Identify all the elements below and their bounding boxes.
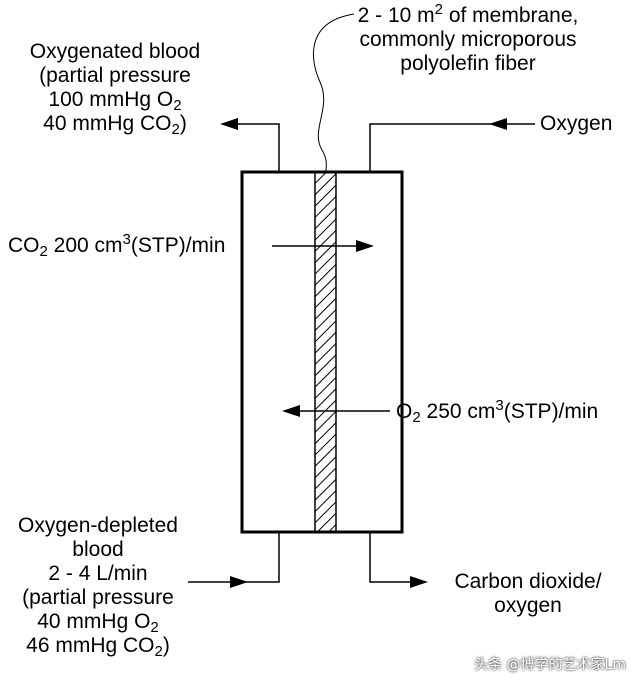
depleted-blood-o2: 40 mmHg O [37, 610, 151, 633]
blood-inlet-pipe [188, 532, 280, 583]
membrane-area-suffix: of membrane, [442, 4, 579, 27]
co2-flux-label: CO2 200 cm3(STP)/min [8, 231, 226, 260]
oxygenated-blood-pressure-heading: (partial pressure [39, 64, 191, 87]
gas-outlet-line2: oxygen [494, 594, 562, 617]
o2-flux-unit: (STP)/min [503, 400, 599, 423]
depleted-blood-o2-subscript: 2 [150, 619, 159, 636]
co2-flux-exponent: 3 [122, 231, 131, 248]
o2-flux-subscript: 2 [412, 409, 421, 426]
blood-inlet-arrowhead [230, 576, 248, 588]
oxygenated-blood-close-paren: ) [179, 112, 187, 135]
co2-flux-subscript: 2 [39, 243, 48, 260]
co2-flux-species: CO [8, 234, 40, 257]
depleted-blood-label: Oxygen-depleted blood 2 - 4 L/min (parti… [0, 514, 196, 660]
co2-flux-unit: (STP)/min [130, 234, 226, 257]
o2-flux-label: O2 250 cm3(STP)/min [396, 397, 599, 426]
membrane-area-text: 2 - 10 m [357, 4, 435, 27]
depleted-blood-pressure-heading: (partial pressure [22, 586, 174, 609]
depleted-blood-title-2: blood [72, 538, 124, 561]
depleted-blood-co2: 46 mmHg CO [26, 634, 155, 657]
oxygenated-blood-title: Oxygenated blood [29, 40, 201, 63]
oxygenated-blood-co2: 40 mmHg CO [43, 112, 172, 135]
oxygen-inlet-arrowhead [489, 118, 507, 130]
o2-flux-arrowhead [282, 405, 300, 417]
membrane-callout-line [312, 13, 355, 173]
depleted-blood-flow-rate: 2 - 4 L/min [48, 562, 148, 585]
depleted-blood-co2-subscript: 2 [154, 643, 163, 660]
oxygenated-blood-label: Oxygenated blood (partial pressure 100 m… [2, 40, 228, 138]
gas-outlet-label: Carbon dioxide/ oxygen [430, 570, 626, 618]
oxygen-inlet-text: Oxygen [540, 112, 613, 135]
membrane-area-exponent: 2 [434, 1, 443, 18]
o2-flux-rate: 250 cm [420, 400, 496, 423]
o2-flux-exponent: 3 [495, 397, 504, 414]
blood-outlet-pipe [236, 123, 280, 172]
oxygenated-blood-co2-subscript: 2 [171, 121, 180, 138]
gas-outlet-arrowhead [410, 576, 428, 588]
watermark: 头条 @博学的艺术家Lm [474, 657, 626, 673]
membrane [314, 171, 337, 533]
co2-flux-arrowhead [356, 240, 374, 252]
oxygen-inlet-label: Oxygen [540, 112, 612, 136]
oxygenated-blood-o2: 100 mmHg O [48, 88, 174, 111]
depleted-blood-close-paren: ) [162, 634, 170, 657]
membrane-note-line2: commonly microporous [359, 28, 577, 51]
membrane-note-line3: polyolefin fiber [400, 52, 536, 75]
oxygenated-blood-o2-subscript: 2 [173, 97, 182, 114]
membrane-note: 2 - 10 m2 of membrane, commonly micropor… [348, 1, 588, 76]
gas-outlet-pipe [369, 532, 412, 583]
o2-flux-species: O [396, 400, 413, 423]
depleted-blood-title: Oxygen-depleted [18, 514, 178, 537]
oxygen-inlet-pipe [369, 123, 535, 172]
gas-outlet-line1: Carbon dioxide/ [454, 570, 602, 593]
co2-flux-rate: 200 cm [47, 234, 123, 257]
blood-outlet-arrowhead [220, 118, 238, 130]
